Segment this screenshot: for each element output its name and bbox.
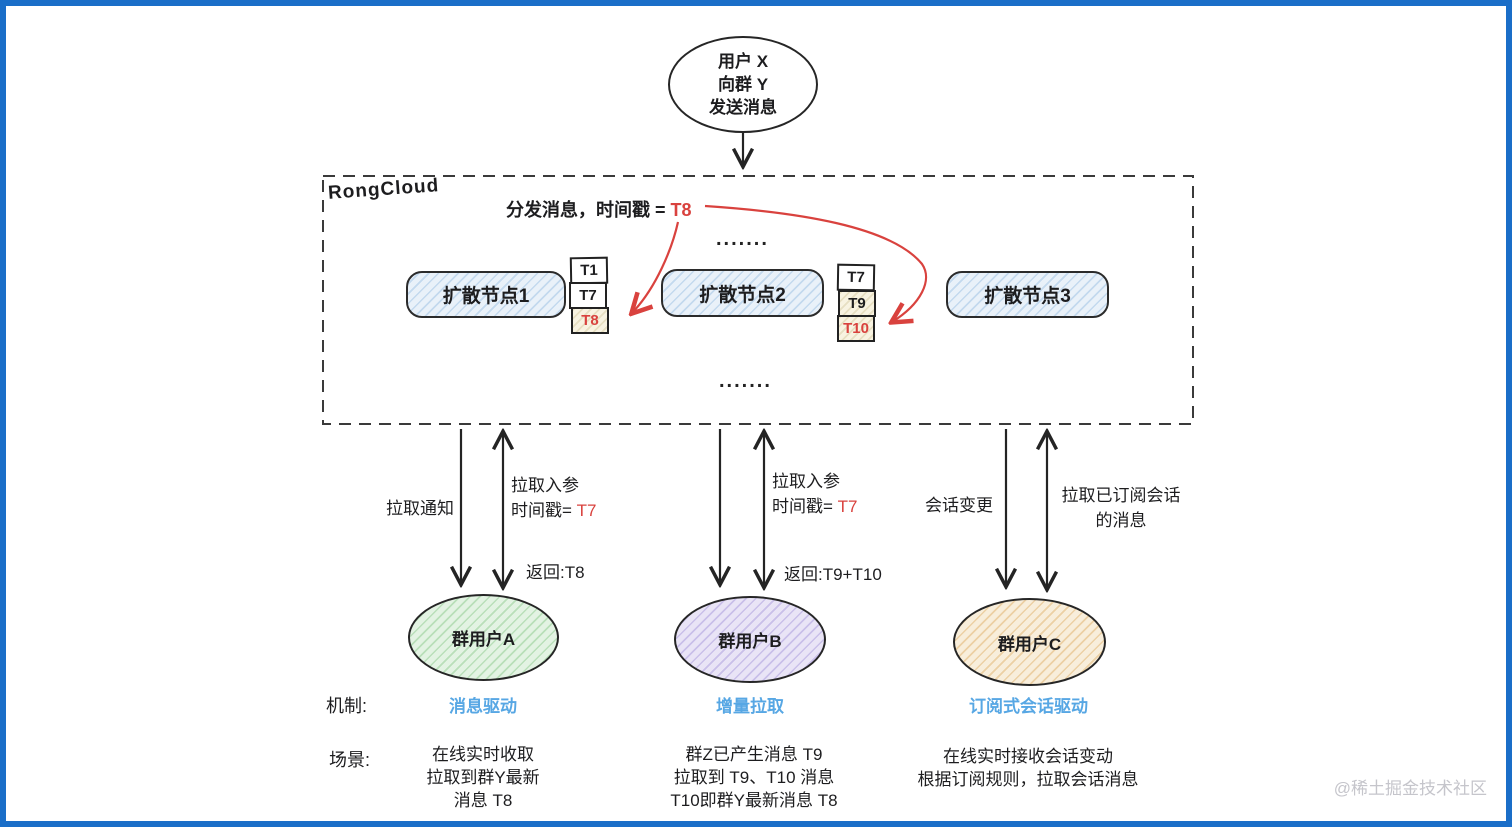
user-b-scenario-line2: 拉取到 T9、T10 消息	[673, 768, 835, 787]
sender-ellipse: 用户 X 向群 Y 发送消息	[668, 36, 818, 133]
user-c-ellipse: 群用户C	[953, 598, 1106, 686]
flow-a-down-label: 拉取通知	[386, 499, 454, 518]
diffusion-node-1: 扩散节点1	[406, 271, 566, 318]
user-c-scenario-line2: 根据订阅规则，拉取会话消息	[917, 770, 1139, 789]
queue2-slot-t7: T7	[836, 263, 876, 292]
distribute-caption: 分发消息，时间戳 = T8	[506, 196, 692, 222]
user-b-scenario-line3: T10即群Y最新消息 T8	[670, 791, 838, 810]
user-a-scenario-line3: 消息 T8	[453, 791, 513, 810]
flow-a-up-label: 拉取入参 时间戳= T7	[511, 473, 597, 523]
user-c-scenario: 在线实时接收会话变动 根据订阅规则，拉取会话消息	[898, 745, 1158, 791]
flow-a-up-value: T7	[576, 501, 597, 520]
queue2-slot-t10: T10	[837, 315, 875, 342]
queue2-slot-t9: T9	[838, 290, 876, 317]
flow-c-down-label: 会话变更	[925, 496, 993, 515]
ellipsis-top: .......	[716, 228, 769, 250]
user-b-label: 群用户B	[718, 632, 782, 651]
user-a-label: 群用户A	[451, 630, 516, 649]
flow-a-up-line2-text: 时间戳=	[511, 501, 572, 520]
flow-a-return-label: 返回:T8	[526, 563, 585, 582]
scenario-row-label: 场景:	[329, 750, 371, 770]
sender-line-3: 发送消息	[709, 98, 777, 117]
sender-line-1: 用户 X	[717, 52, 769, 71]
flow-c-up-line1: 拉取已订阅会话	[1061, 486, 1181, 505]
user-a-ellipse: 群用户A	[408, 594, 559, 681]
rongcloud-label: RongCloud	[327, 175, 440, 204]
queue1-slot-t1: T1	[569, 256, 609, 285]
user-a-mechanism: 消息驱动	[449, 697, 517, 716]
flow-a-up-line1: 拉取入参	[511, 476, 579, 495]
user-c-mechanism: 订阅式会话驱动	[969, 697, 1088, 716]
user-b-scenario: 群Z已产生消息 T9 拉取到 T9、T10 消息 T10即群Y最新消息 T8	[634, 743, 874, 812]
flow-a-up-line2: 时间戳= T7	[511, 498, 597, 523]
sender-line-2: 向群 Y	[717, 75, 769, 94]
flow-b-up-value: T7	[837, 497, 858, 516]
sender-text: 用户 X 向群 Y 发送消息	[709, 50, 777, 119]
user-a-scenario-line2: 拉取到群Y最新	[426, 768, 540, 787]
watermark: @稀土掘金技术社区	[1333, 779, 1487, 798]
user-b-scenario-line1: 群Z已产生消息 T9	[685, 745, 823, 764]
user-c-label: 群用户C	[997, 634, 1062, 654]
queue1-slot-t7: T7	[569, 282, 607, 309]
user-a-scenario-line1: 在线实时收取	[432, 745, 534, 764]
diffusion-node-3: 扩散节点3	[946, 271, 1109, 318]
diffusion-node-2-label: 扩散节点2	[699, 284, 786, 306]
queue1-slot-t8: T8	[571, 307, 609, 334]
flow-b-up-label: 拉取入参 时间戳= T7	[772, 469, 858, 519]
flow-b-return-label: 返回:T9+T10	[784, 565, 882, 584]
user-a-scenario: 在线实时收取 拉取到群Y最新 消息 T8	[383, 743, 583, 812]
mechanism-row-label: 机制:	[326, 696, 368, 716]
ellipsis-bottom: .......	[719, 370, 772, 392]
diffusion-node-2: 扩散节点2	[661, 269, 824, 317]
diffusion-node-1-label: 扩散节点1	[442, 286, 530, 307]
flow-b-up-line2: 时间戳= T7	[772, 494, 858, 519]
flow-c-up-line2: 的消息	[1095, 511, 1147, 530]
distribute-caption-text: 分发消息，时间戳 =	[506, 200, 666, 220]
flow-b-up-line1: 拉取入参	[772, 472, 840, 491]
flow-c-up-label: 拉取已订阅会话 的消息	[1046, 483, 1196, 533]
flow-b-up-line2-text: 时间戳=	[772, 497, 833, 516]
distribute-caption-value: T8	[670, 200, 692, 220]
diffusion-node-3-label: 扩散节点3	[984, 286, 1071, 307]
user-b-ellipse: 群用户B	[674, 596, 826, 683]
user-c-scenario-line1: 在线实时接收会话变动	[943, 747, 1113, 766]
user-b-mechanism: 增量拉取	[716, 697, 784, 716]
